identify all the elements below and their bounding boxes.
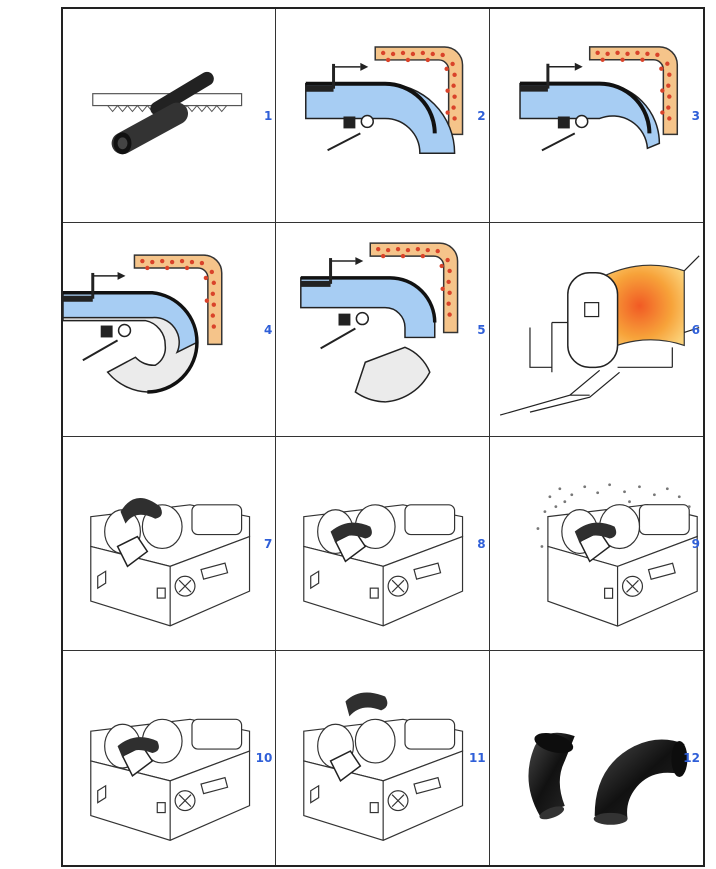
induction-bending-illustration [518,46,678,152]
step-number-9: 9 [691,536,700,551]
process-grid: 1 2 [61,7,705,867]
step-cell-1: 1 [63,9,277,223]
blasting-machine-illustration [303,692,464,841]
step-cell-7: 7 [63,437,277,651]
step-cell-11: 11 [276,651,490,865]
blasting-machine-illustration [90,497,251,627]
step-cell-10: 10 [63,651,277,865]
mandrel-bending-illustration [63,254,223,394]
step-number-3: 3 [691,108,700,123]
step-number-10: 10 [255,751,273,765]
finished-elbows-illustration [528,732,688,825]
step-cell-2: 2 [276,9,490,223]
step-number-11: 11 [468,751,486,765]
step-number-7: 7 [263,536,273,551]
step-cell-5: 5 [276,223,490,437]
pipe-cutting-illustration [92,71,243,155]
step-cell-12: 12 [490,651,703,865]
bend-separation-illustration [300,242,459,403]
step-number-4: 4 [263,322,273,337]
step-number-5: 5 [477,322,486,337]
step-cell-8: 8 [276,437,490,651]
induction-bending-illustration [305,46,464,154]
step-number-2: 2 [477,108,486,123]
blasting-machine-illustration [90,718,251,841]
blasting-machine-illustration [536,483,698,627]
step-cell-9: 9 [489,437,703,651]
step-number-8: 8 [477,536,486,551]
blasting-machine-illustration [303,504,464,627]
step-cell-3: 3 [489,9,703,223]
furnace-illustration [499,255,700,416]
step-cell-4: 4 [63,223,277,437]
step-cell-6: 6 [489,223,703,437]
step-number-12: 12 [683,751,700,765]
step-number-6: 6 [691,322,700,337]
step-number-1: 1 [263,108,273,123]
